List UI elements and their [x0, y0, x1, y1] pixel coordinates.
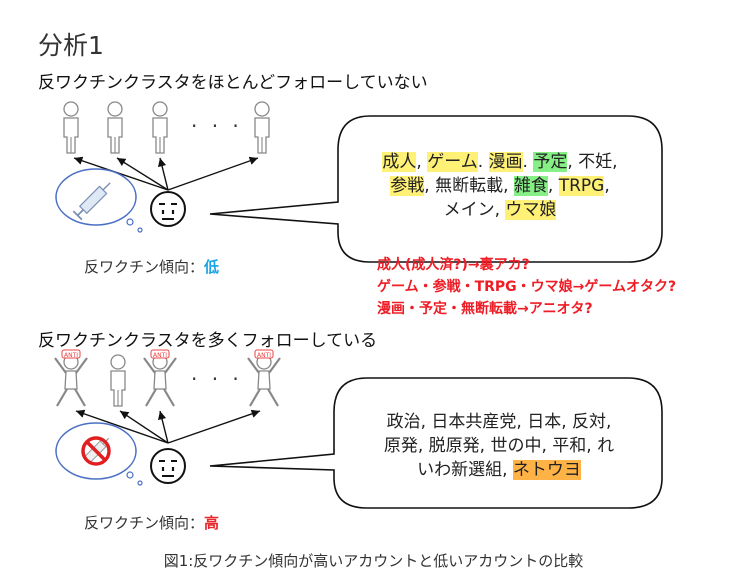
highlighted-keyword: 雑食 — [513, 176, 548, 196]
highlighted-keyword: 漫画 — [488, 152, 523, 172]
highlighted-keyword: 成人 — [382, 152, 417, 172]
syringe-icon — [72, 182, 111, 221]
followed-user-1 — [63, 101, 79, 154]
note-3: 漫画・予定・無断転載→アニオタ? — [377, 301, 593, 317]
keyword-list-1: 成人, ゲーム. 漫画. 予定, 不妊, 参戦, 無断転載, 雑食, TRPG, メ… — [345, 150, 655, 222]
figure-caption: 図1:反ワクチン傾向が高いアカウントと低いアカウントの比較 — [163, 552, 584, 570]
highlighted-keyword: TRPG — [558, 176, 605, 196]
keyword-text: , 無断転載, — [424, 176, 514, 196]
highlighted-keyword: 予定 — [533, 152, 568, 172]
keyword-text: , — [604, 176, 610, 196]
followed-user-4 — [254, 101, 270, 154]
keyword-text: メイン, — [443, 200, 506, 220]
note-2: ゲーム・参戦・TRPG・ウマ娘→ゲームオタク? — [377, 279, 677, 295]
user-face-icon-high — [149, 447, 187, 485]
tendency-value-high: 高 — [204, 514, 220, 532]
followed-user-5 — [110, 354, 126, 407]
keyword-text: 原発, 脱原発, 世の中, 平和, れ — [383, 436, 615, 456]
keyword-text: . — [522, 152, 534, 172]
follow-arrows-2 — [75, 409, 261, 444]
keyword-text: , — [547, 176, 559, 196]
section2-heading: 反ワクチンクラスタを多くフォローしている — [38, 331, 378, 351]
followed-user-2 — [107, 101, 123, 154]
highlighted-keyword: ゲーム — [427, 152, 478, 172]
section1-heading: 反ワクチンクラスタをほとんどフォローしていない — [38, 73, 428, 93]
keyword-list-2: 政治, 日本共産党, 日本, 反対, 原発, 脱原発, 世の中, 平和, れいわ新… — [340, 410, 658, 482]
user-face-icon-low — [149, 190, 187, 228]
highlighted-keyword: ネトウヨ — [512, 460, 581, 480]
more-users-dots-2: · · · — [191, 367, 243, 391]
tendency-label: 反ワクチン傾向： — [84, 514, 205, 532]
keyword-text: , — [416, 152, 428, 172]
anti-badge: ANTI — [257, 352, 272, 359]
tendency-low-row: 反ワクチン傾向：低 — [84, 256, 219, 277]
tendency-high-row: 反ワクチン傾向：高 — [84, 512, 219, 533]
note-1: 成人(成人済?)→裏アカ? — [377, 257, 530, 273]
anti-badge: ANTI — [153, 352, 168, 359]
highlighted-keyword: 参戦 — [390, 176, 425, 196]
keyword-text: , 不妊, — [567, 152, 618, 172]
tendency-value-low: 低 — [204, 258, 220, 276]
keyword-text: いわ新選組, — [417, 460, 513, 480]
page-title: 分析1 — [38, 31, 104, 60]
keyword-text: 政治, 日本共産党, 日本, 反対, — [386, 412, 612, 432]
keyword-text: . — [477, 152, 489, 172]
more-users-dots-1: · · · — [191, 114, 243, 138]
follow-arrows-1 — [73, 156, 259, 191]
highlighted-keyword: ウマ娘 — [505, 200, 557, 220]
tendency-label: 反ワクチン傾向： — [84, 258, 205, 276]
followed-user-3 — [152, 101, 168, 154]
anti-badge: ANTI — [64, 352, 79, 359]
no-vaccine-icon — [81, 436, 111, 466]
